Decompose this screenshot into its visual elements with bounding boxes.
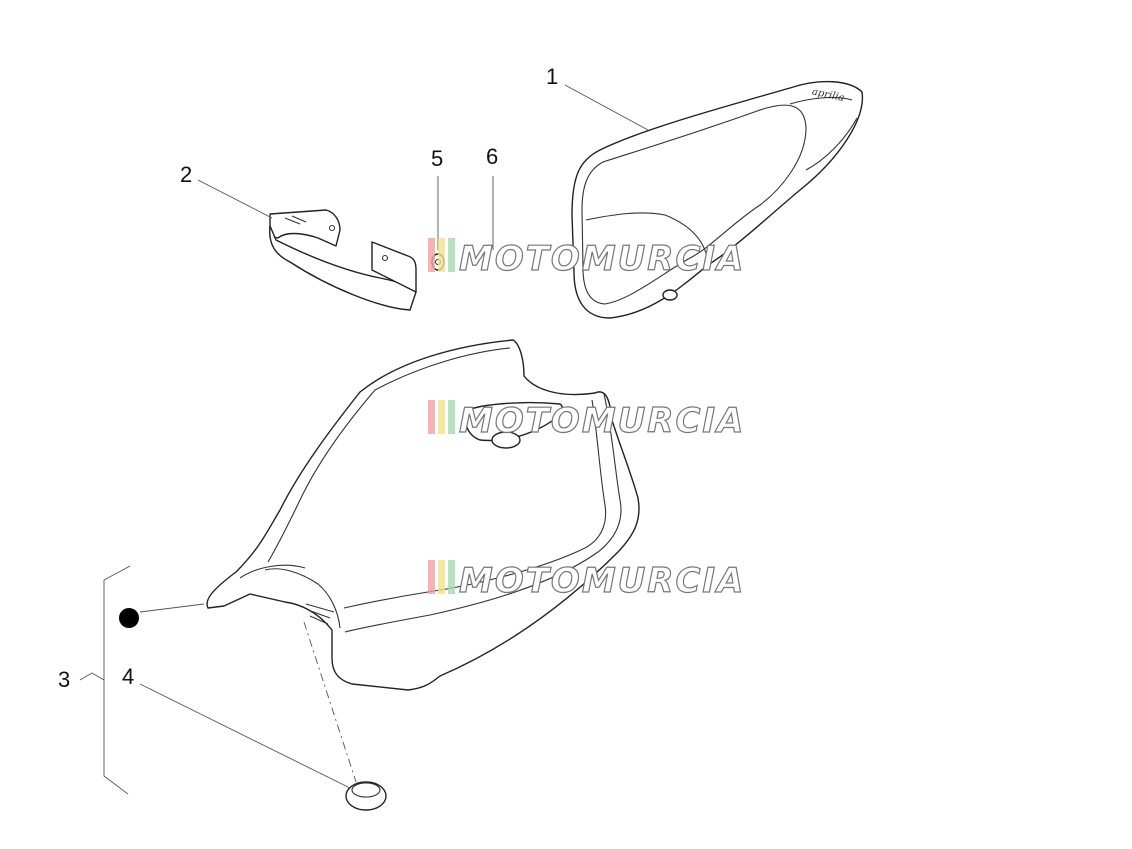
callout-6: 6 xyxy=(486,144,498,169)
watermark-stripe-yellow xyxy=(438,560,445,594)
watermark-3: MOTOMURCIA xyxy=(428,560,745,602)
callout-1: 1 xyxy=(546,64,558,89)
watermark-stripe-red xyxy=(428,560,435,594)
part-2-bracket[interactable] xyxy=(269,209,417,311)
watermark-stripe-green xyxy=(448,560,455,594)
part-3-black-grommet[interactable] xyxy=(119,608,139,628)
watermark-text: MOTOMURCIA xyxy=(459,401,745,441)
callout-labels: 1 2 5 6 3 4 xyxy=(58,64,558,692)
watermark-stripe-yellow xyxy=(438,400,445,434)
callout-3: 3 xyxy=(58,667,70,692)
callout-2: 2 xyxy=(180,162,192,187)
watermark-2: MOTOMURCIA xyxy=(428,400,745,442)
watermark-stripe-red xyxy=(428,238,435,272)
watermark-text: MOTOMURCIA xyxy=(459,561,745,601)
part-1-seat-cowl[interactable]: aprilia xyxy=(571,80,864,319)
watermark-stripe-yellow xyxy=(438,238,445,272)
callout-4: 4 xyxy=(122,664,134,689)
leader-lines xyxy=(79,84,649,795)
watermark-stripe-red xyxy=(428,400,435,434)
watermark-stripe-green xyxy=(448,400,455,434)
part-3-rider-seat[interactable] xyxy=(206,339,640,691)
callout-5: 5 xyxy=(431,146,443,171)
watermark-text: MOTOMURCIA xyxy=(459,239,745,279)
watermark-stripe-green xyxy=(448,238,455,272)
watermark-1: MOTOMURCIA xyxy=(428,238,745,280)
part-4-rubber-buffer[interactable] xyxy=(345,781,387,811)
